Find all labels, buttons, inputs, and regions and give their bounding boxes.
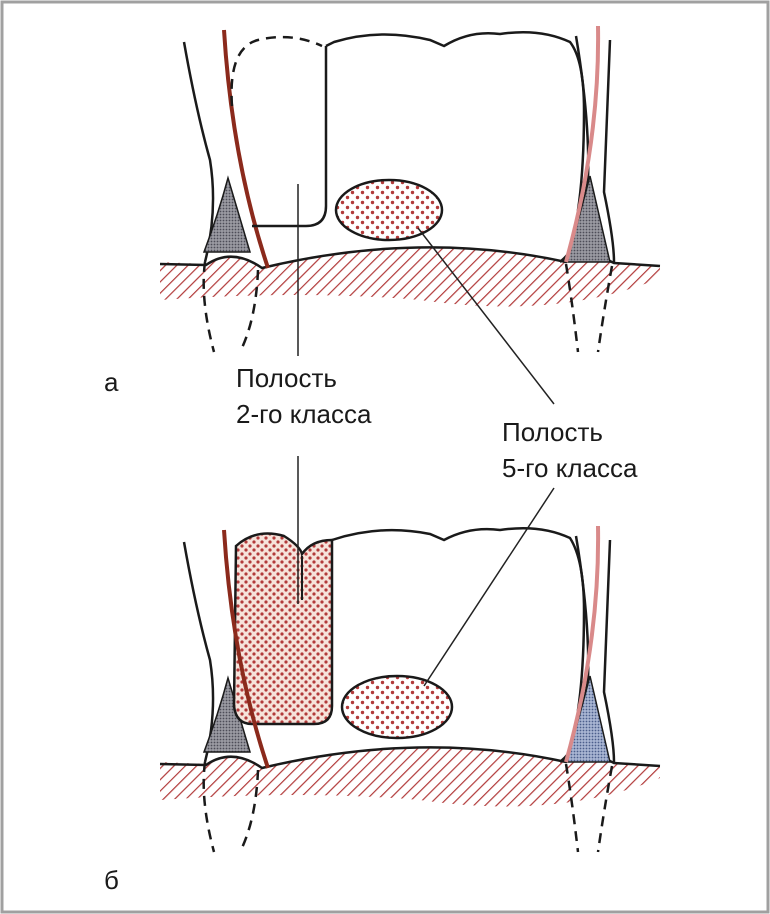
left-matrix-band-b [222, 529, 270, 769]
left-matrix-band [222, 29, 270, 269]
left-neighbor-tooth [182, 41, 215, 263]
class5-cavity-b [340, 674, 454, 740]
left-root [202, 261, 260, 353]
right-root-b [564, 763, 614, 853]
class2-cavity-outline [252, 46, 328, 228]
leader-class5-b [423, 487, 555, 687]
left-interdental-wedge-b [202, 675, 252, 753]
removed-enamel-dashed [230, 35, 323, 107]
class2-label-line2: 2-го класса [236, 399, 372, 429]
panel-a [159, 25, 661, 405]
panel-b [159, 456, 661, 853]
right-neighbor-tooth-edge-b [602, 539, 616, 763]
right-root [564, 263, 614, 353]
class5-cavity [334, 178, 444, 242]
class5-label-line1: Полость [502, 417, 603, 447]
gum-tissue-b [160, 746, 660, 807]
right-matrix-band-b [564, 525, 601, 763]
right-neighbor-tooth-edge [602, 39, 616, 263]
left-neighbor-tooth-b [182, 541, 215, 763]
left-interdental-wedge [202, 175, 252, 253]
leader-class5-a [417, 227, 555, 405]
gum-tissue [160, 246, 660, 307]
class2-label-line1: Полость [236, 363, 337, 393]
right-matrix-band [564, 25, 601, 263]
panel-letter-b: б [104, 865, 119, 895]
left-root-b [202, 761, 260, 853]
panel-letter-a: а [104, 367, 119, 397]
class5-label-line2: 5-го класса [502, 453, 638, 483]
class2-restoration [232, 532, 334, 726]
